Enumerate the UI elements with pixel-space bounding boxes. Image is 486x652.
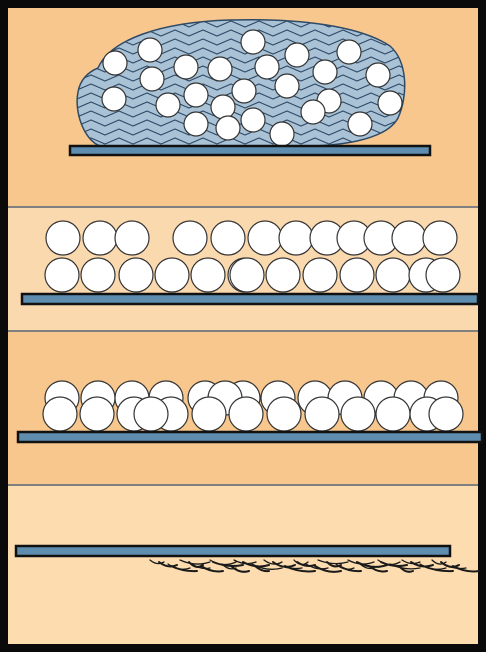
particle (119, 258, 153, 292)
particle (46, 221, 80, 255)
particle (230, 258, 264, 292)
particle (115, 221, 149, 255)
particle (241, 30, 265, 54)
particle (423, 221, 457, 255)
particle (232, 79, 256, 103)
particle (184, 112, 208, 136)
particle (376, 397, 410, 431)
particle (279, 221, 313, 255)
particle (285, 43, 309, 67)
particle (241, 108, 265, 132)
particle (174, 55, 198, 79)
particle (229, 397, 263, 431)
particle (267, 397, 301, 431)
particle (266, 258, 300, 292)
particle (426, 258, 460, 292)
particle (429, 397, 463, 431)
particle (340, 258, 374, 292)
particle (102, 87, 126, 111)
particle (43, 397, 77, 431)
particle (255, 55, 279, 79)
particle (81, 258, 115, 292)
particle (216, 116, 240, 140)
particle (191, 258, 225, 292)
particle (140, 67, 164, 91)
particle (83, 221, 117, 255)
particle (211, 221, 245, 255)
particle (156, 93, 180, 117)
panel-2-plate (22, 294, 478, 304)
particle (138, 38, 162, 62)
particle (211, 95, 235, 119)
panel-3-particles (43, 381, 463, 431)
particle (313, 60, 337, 84)
particle (103, 51, 127, 75)
particle (366, 63, 390, 87)
particle (208, 57, 232, 81)
particle (376, 258, 410, 292)
particle (378, 91, 402, 115)
particle (155, 258, 189, 292)
particle (305, 397, 339, 431)
panel-3-plate (18, 432, 482, 442)
panel-4-plate (16, 546, 450, 556)
particle (275, 74, 299, 98)
particle (173, 221, 207, 255)
particle (134, 397, 168, 431)
particle (80, 397, 114, 431)
particle (341, 397, 375, 431)
particle (301, 100, 325, 124)
particle (45, 258, 79, 292)
particle (303, 258, 337, 292)
particle (192, 397, 226, 431)
particle (337, 40, 361, 64)
particle (184, 83, 208, 107)
particle (348, 112, 372, 136)
panel-3 (18, 381, 482, 442)
particle (392, 221, 426, 255)
particle (248, 221, 282, 255)
panel-1-plate (70, 146, 430, 155)
particle (270, 122, 294, 146)
